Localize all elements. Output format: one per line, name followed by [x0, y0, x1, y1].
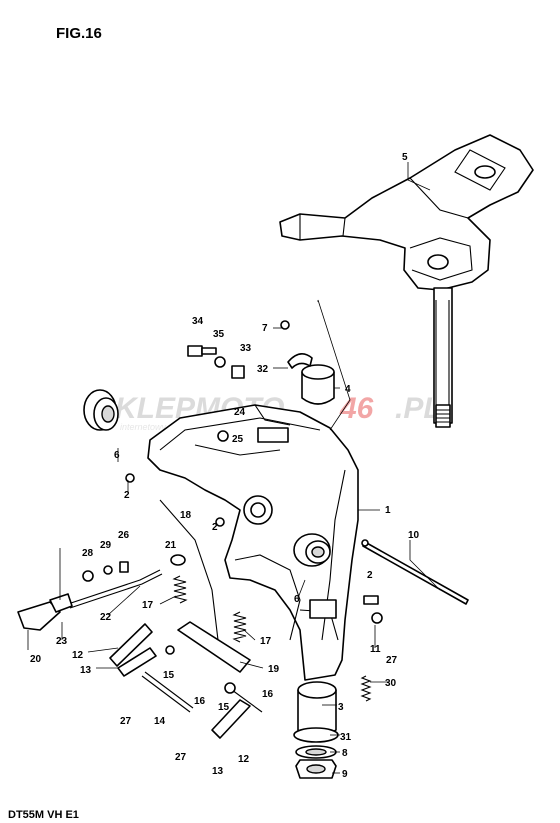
- label-31: 31: [340, 732, 352, 743]
- label-11: 11: [370, 644, 381, 655]
- part-labels: 5 34 35 33 7 32 4 24 25 6 2 1 18 2 10 26…: [30, 152, 420, 780]
- lever-linkage-parts: [17, 499, 263, 739]
- label-8: 8: [342, 748, 348, 759]
- label-35: 35: [213, 329, 225, 340]
- swivel-bracket-part: [147, 404, 359, 681]
- label-7: 7: [262, 323, 268, 334]
- label-27c: 27: [175, 752, 187, 763]
- label-21: 21: [165, 540, 177, 551]
- label-30: 30: [385, 678, 397, 689]
- label-6a: 6: [114, 450, 120, 461]
- label-13a: 13: [80, 665, 92, 676]
- label-15a: 15: [163, 670, 175, 681]
- label-2b: 2: [212, 522, 218, 533]
- steering-bracket-part: [279, 134, 534, 428]
- tilt-rod-part: [361, 539, 469, 605]
- label-16b: 16: [194, 696, 206, 707]
- label-5: 5: [402, 152, 408, 163]
- figure-title: FIG.16: [56, 25, 102, 42]
- label-12a: 12: [72, 650, 84, 661]
- label-22: 22: [100, 612, 112, 623]
- label-20: 20: [30, 654, 42, 665]
- label-14: 14: [154, 716, 166, 727]
- upper-bushing-part: [287, 299, 351, 431]
- model-code: DT55M VH E1: [8, 809, 79, 821]
- lower-shaft-parts: [293, 681, 339, 779]
- leader-lines: [27, 162, 441, 774]
- label-25: 25: [232, 434, 244, 445]
- label-34: 34: [192, 316, 204, 327]
- label-24: 24: [234, 407, 246, 418]
- label-1: 1: [385, 505, 391, 516]
- label-12b: 12: [238, 754, 250, 765]
- label-2a: 2: [124, 490, 130, 501]
- springs-part: [170, 554, 372, 702]
- label-28: 28: [82, 548, 94, 559]
- label-29: 29: [100, 540, 112, 551]
- label-10: 10: [408, 530, 420, 541]
- label-18: 18: [180, 510, 192, 521]
- label-23: 23: [56, 636, 68, 647]
- label-19: 19: [268, 664, 280, 675]
- bushing-part: [83, 389, 331, 567]
- label-17a: 17: [142, 600, 154, 611]
- label-27b: 27: [120, 716, 132, 727]
- label-27a: 27: [386, 655, 398, 666]
- fasteners: [82, 320, 383, 694]
- label-16a: 16: [262, 689, 274, 700]
- label-2c: 2: [367, 570, 373, 581]
- label-6b: 6: [294, 594, 300, 605]
- label-9: 9: [342, 769, 348, 780]
- label-3: 3: [338, 702, 344, 713]
- label-13b: 13: [212, 766, 224, 777]
- label-15b: 15: [218, 702, 230, 713]
- label-33: 33: [240, 343, 252, 354]
- label-26: 26: [118, 530, 130, 541]
- label-32: 32: [257, 364, 269, 375]
- label-17b: 17: [260, 636, 272, 647]
- label-4: 4: [345, 384, 351, 395]
